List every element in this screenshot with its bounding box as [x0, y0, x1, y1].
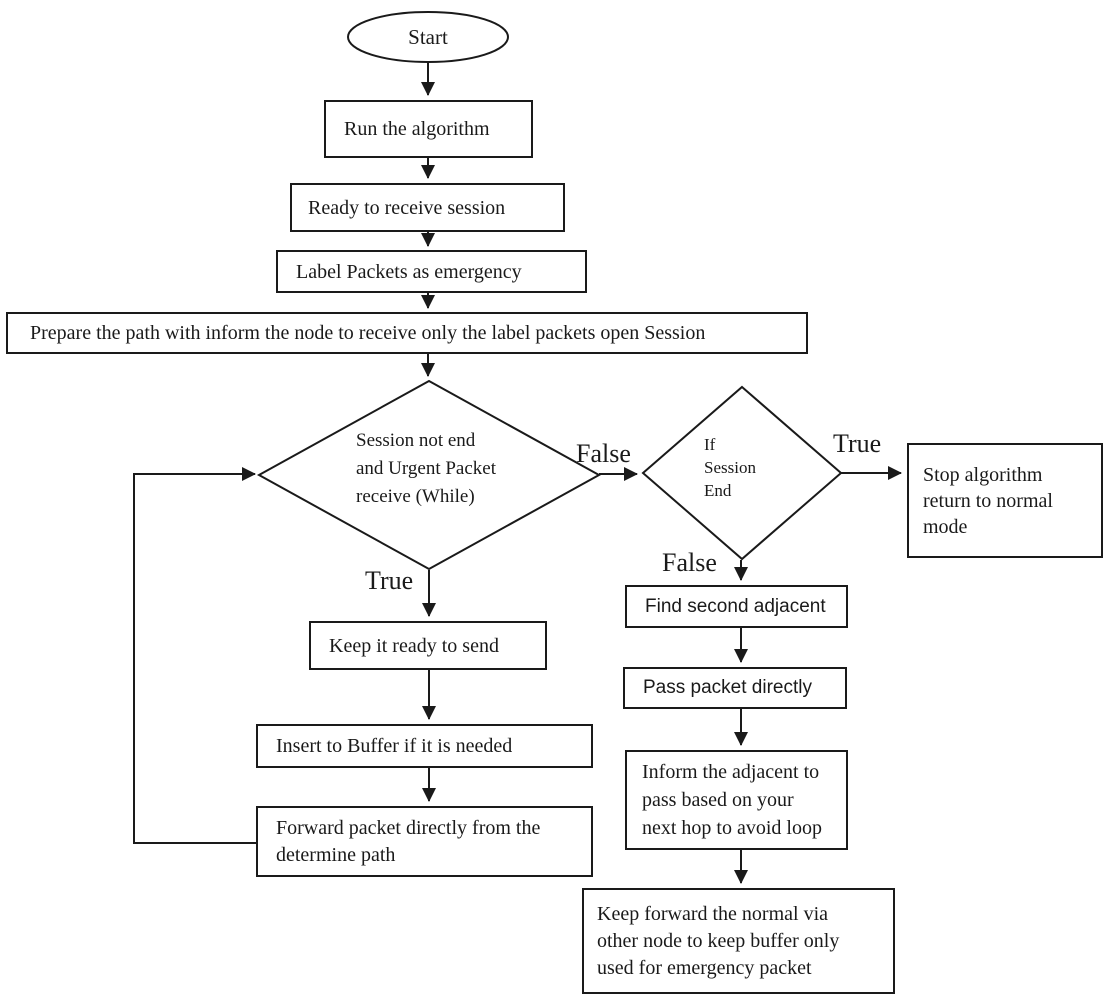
node-pass-packet-directly: Pass packet directly [623, 667, 847, 709]
branch-label-while-true: True [365, 566, 414, 595]
node-stop-algorithm: Stop algorithm return to normal mode [907, 443, 1103, 558]
session-end-decision-label: If Session End [704, 435, 756, 500]
node-insert-to-buffer: Insert to Buffer if it is needed [256, 724, 593, 768]
node-keep-it-ready: Keep it ready to send [309, 621, 547, 670]
edge-forward-loop-to-while [133, 467, 256, 844]
node-inform-adjacent: Inform the adjacent to pass based on you… [625, 750, 848, 850]
session-end-decision-diamond [641, 385, 843, 561]
while-decision-label: Session not end and Urgent Packet receiv… [356, 430, 496, 507]
node-forward-packet: Forward packet directly from the determi… [256, 806, 593, 877]
branch-label-session-false: False [662, 548, 717, 577]
node-keep-forward-normal: Keep forward the normal via other node t… [582, 888, 895, 994]
node-find-second-adjacent: Find second adjacent [625, 585, 848, 628]
node-label-packets: Label Packets as emergency [276, 250, 587, 293]
node-start: Start [408, 24, 448, 49]
node-run-algorithm: Run the algorithm [324, 100, 533, 158]
start-terminator-shape [347, 11, 509, 63]
node-prepare-path: Prepare the path with inform the node to… [6, 312, 808, 354]
node-ready-to-receive: Ready to receive session [290, 183, 565, 232]
while-decision-diamond [256, 379, 602, 571]
branch-label-while-false: False [576, 439, 631, 468]
branch-label-session-true: True [833, 429, 882, 458]
